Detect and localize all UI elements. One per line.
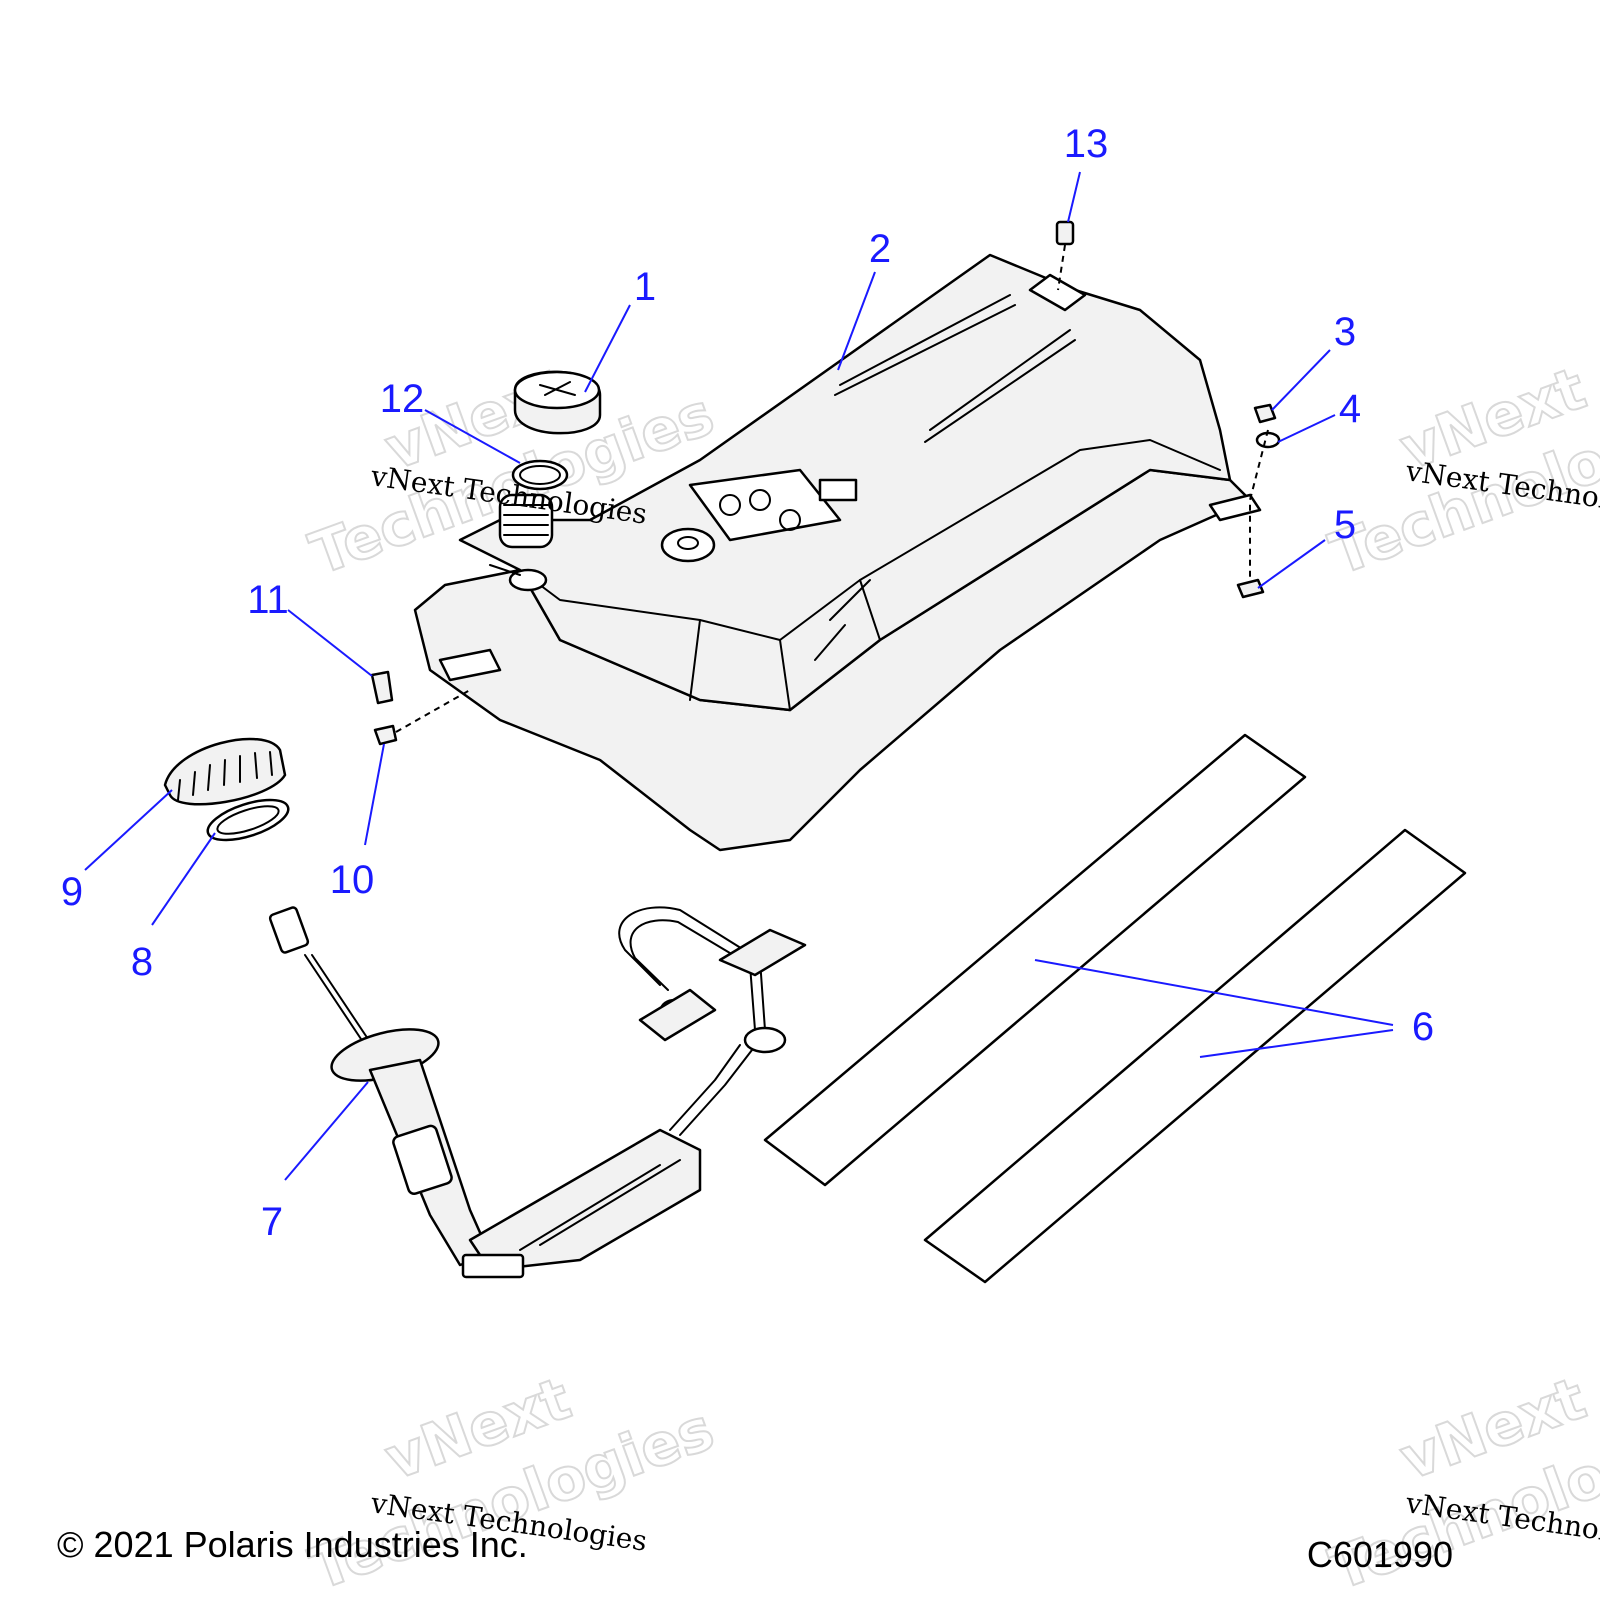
- pump-wire: [304, 954, 366, 1046]
- leader-13: [1067, 171, 1081, 223]
- pump-connector: [268, 906, 310, 954]
- tank-right-mount-tab: [1208, 493, 1262, 522]
- tank-fill-neck-threads: [503, 504, 549, 536]
- tank-front-mount-tab: [1028, 273, 1087, 312]
- hardware-10-11-dash: [395, 689, 471, 733]
- callout-5: 5: [1334, 503, 1356, 547]
- pump-wire-2: [311, 954, 373, 1046]
- hardware-4-washer: [1255, 431, 1281, 449]
- pump-foam-pad-1: [718, 928, 807, 977]
- pump-regulator: [743, 1026, 787, 1054]
- pump-loop-tube-inner: [629, 919, 756, 1031]
- callout-1: 1: [634, 265, 656, 309]
- lock-ring-teeth: [177, 751, 273, 801]
- figure-code: C601990: [1307, 1534, 1453, 1575]
- tank-label-plate: [688, 468, 842, 542]
- tank-channel-2: [929, 329, 1071, 431]
- leader-8: [151, 832, 216, 926]
- fuel-cap: [513, 370, 602, 435]
- pump-loop-tube: [618, 906, 766, 1031]
- pump-pickup-tray: [468, 1128, 702, 1272]
- leader-4: [1277, 414, 1336, 443]
- tank-channel-2b: [924, 339, 1076, 443]
- pump-tube-1: [669, 1044, 741, 1131]
- callout-6: 6: [1412, 1005, 1434, 1049]
- hardware-3-4-5-dash: [1249, 429, 1269, 580]
- copyright-text: © 2021 Polaris Industries Inc.: [57, 1524, 528, 1565]
- callout-10: 10: [330, 858, 375, 902]
- tank-channel-1b: [834, 304, 1016, 396]
- pump-filter-canister: [392, 1124, 453, 1196]
- fuel-tank: [413, 253, 1262, 852]
- tank-label-circle-1: [719, 494, 741, 516]
- callout-9: 9: [61, 870, 83, 914]
- fuel-cap-grip: [539, 381, 576, 396]
- fuel-pump-assembly: [268, 906, 807, 1279]
- leader-6b: [1199, 1029, 1394, 1058]
- tank-channel-1: [839, 294, 1011, 386]
- leader-2: [837, 271, 876, 371]
- tank-left-mount-tab: [438, 648, 502, 682]
- tank-ridge-line: [519, 439, 1221, 641]
- leader-6a: [1034, 959, 1394, 1026]
- callout-7: 7: [261, 1200, 283, 1244]
- tank-channel-3: [829, 579, 871, 621]
- tank-label-circle-2: [749, 489, 771, 511]
- leader-1: [584, 304, 631, 393]
- tank-crease-1: [689, 619, 701, 701]
- callout-8: 8: [131, 940, 153, 984]
- cap-gasket-ring-inner: [519, 465, 561, 485]
- leader-11: [287, 609, 373, 677]
- pump-tube-2: [679, 1049, 753, 1136]
- tank-channel-3b: [814, 624, 846, 661]
- hardware-10-clip: [373, 724, 398, 746]
- leader-10: [364, 743, 385, 846]
- callout-4: 4: [1339, 387, 1361, 431]
- leader-12: [424, 409, 521, 464]
- leader-5: [1257, 539, 1326, 589]
- tank-pump-port: [660, 527, 716, 563]
- callout-2: 2: [869, 227, 891, 271]
- tank-label-circle-3: [779, 509, 801, 531]
- callout-11: 11: [247, 578, 289, 622]
- callout-labels: 1 2 3 4 5 6 7 8 9 10 11 12 13: [61, 122, 1434, 1244]
- foam-strip-2: [923, 828, 1467, 1284]
- pump-pickup-lines: [519, 1159, 681, 1251]
- tank-crease-3: [859, 579, 881, 641]
- pump-gasket: [206, 798, 290, 842]
- tank-vent-nipple: [489, 564, 521, 576]
- hardware-13: [1055, 220, 1075, 246]
- pump-foam-pad-2: [638, 988, 717, 1042]
- tank-crease-2: [779, 639, 791, 711]
- callout-3: 3: [1334, 310, 1356, 354]
- tank-pump-port-inner: [677, 536, 699, 550]
- pump-gasket-inner: [216, 805, 280, 835]
- leader-9: [84, 789, 173, 871]
- hardware-13-dash: [1057, 244, 1066, 291]
- tank-label-tag: [818, 478, 858, 502]
- hardware-3-nut: [1253, 403, 1277, 424]
- leader-3: [1271, 349, 1331, 411]
- pump-lock-ring: [163, 737, 287, 806]
- callout-12: 12: [380, 377, 425, 421]
- hardware-11-bolt: [370, 670, 394, 705]
- pump-base-block: [461, 1253, 525, 1279]
- leader-7: [284, 1081, 369, 1181]
- leader-lines: [84, 171, 1394, 1181]
- hardware-5-grommet: [1236, 578, 1265, 599]
- callout-13: 13: [1064, 122, 1109, 166]
